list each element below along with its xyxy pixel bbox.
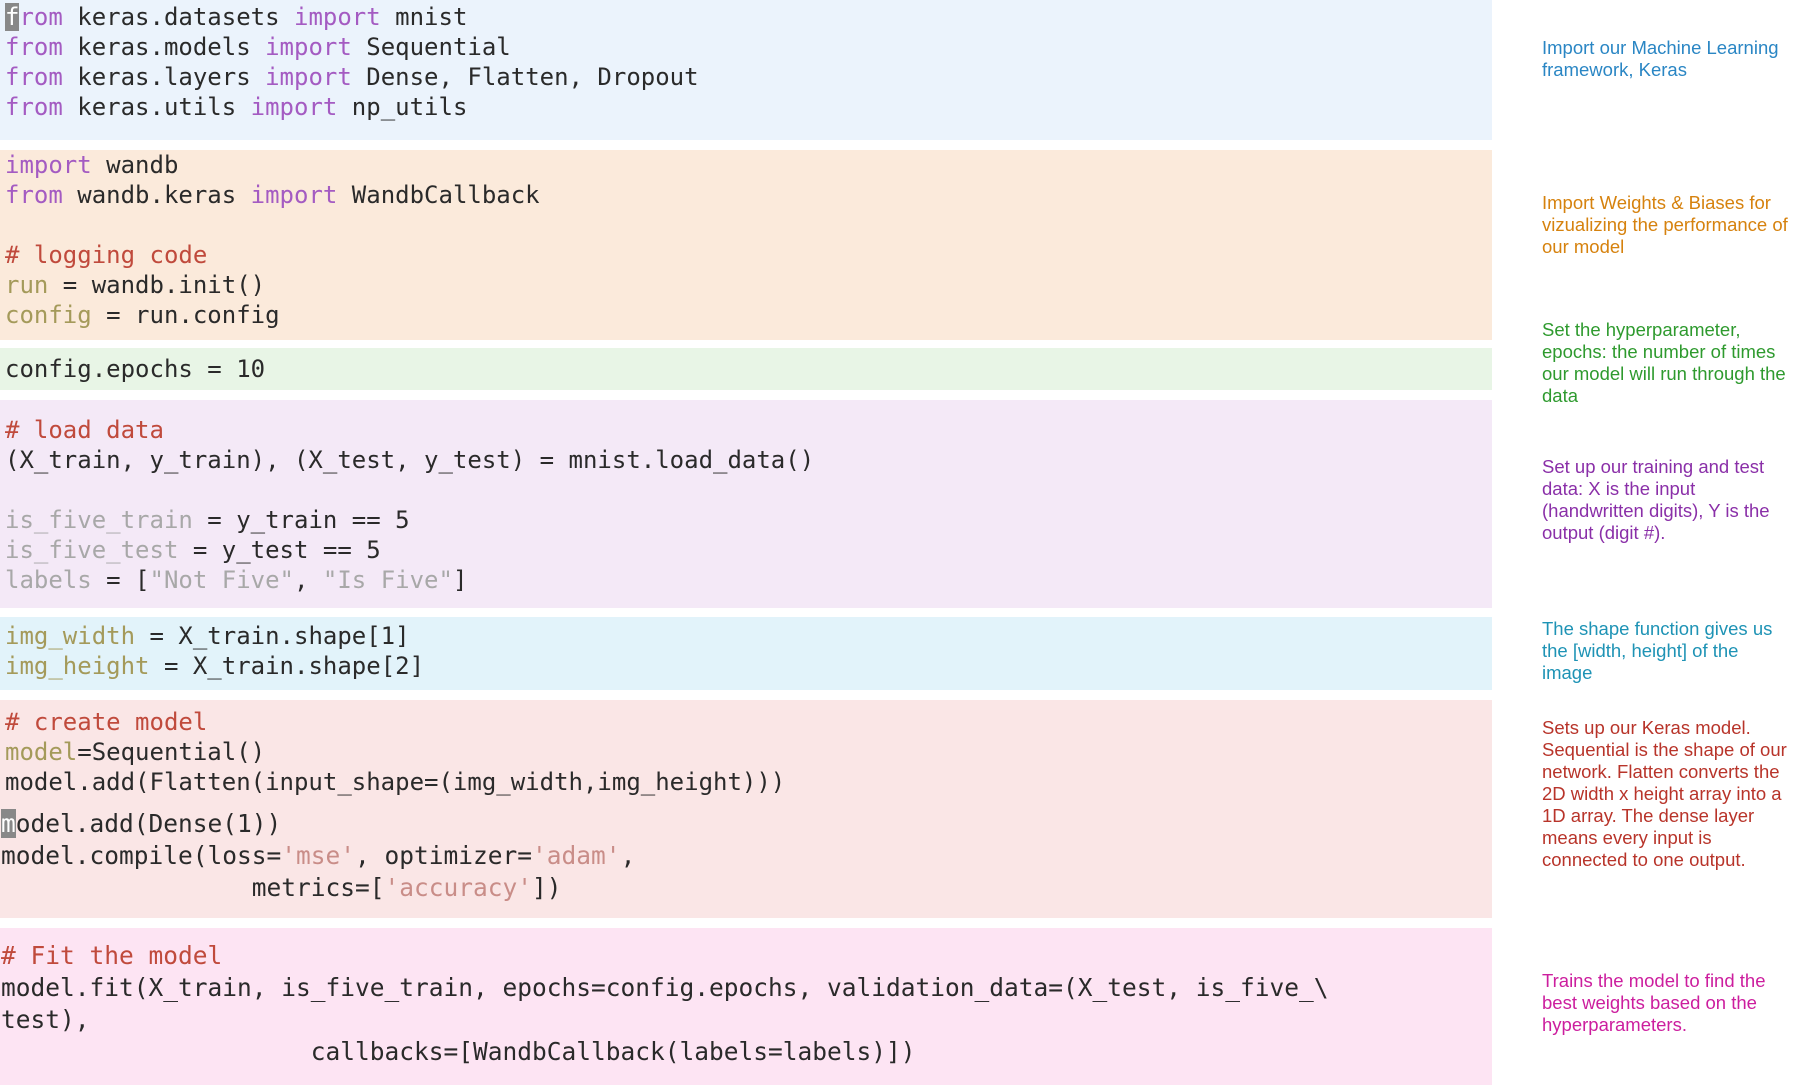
code-line-34: callbacks=[WandbCallback(labels=labels)]… <box>1 1037 916 1066</box>
annotation-epochs: Set the hyperparameter, epochs: the numb… <box>1542 319 1786 406</box>
code-line-3: from keras.layers import Dense, Flatten,… <box>5 63 699 91</box>
code-imports[interactable]: from keras.datasets import mnist from ke… <box>5 2 699 122</box>
annotation-model: Sets up our Keras model. Sequential is t… <box>1542 717 1787 870</box>
code-line-comment-load: # load data <box>5 416 164 444</box>
block-model: # create model model=Sequential() model.… <box>0 700 1492 918</box>
block-fit: # Fit the model model.fit(X_train, is_fi… <box>0 928 1492 1085</box>
code-model-body[interactable]: model.add(Dense(1)) model.compile(loss='… <box>1 808 635 904</box>
code-line-18: is_five_test = y_test == 5 <box>5 536 381 564</box>
code-line-comment-fit: # Fit the model <box>1 941 223 970</box>
code-line-10: config = run.config <box>5 301 280 329</box>
code-line-15: (X_train, y_train), (X_test, y_test) = m… <box>5 446 815 474</box>
text-cursor: f <box>5 3 20 31</box>
code-line-6: from wandb.keras import WandbCallback <box>5 181 540 209</box>
code-shape[interactable]: img_width = X_train.shape[1] img_height … <box>5 621 424 681</box>
block-data: # load data (X_train, y_train), (X_test,… <box>0 400 1492 608</box>
code-line-27: model.add(Dense(1)) <box>1 809 282 838</box>
code-data[interactable]: # load data (X_train, y_train), (X_test,… <box>5 415 814 595</box>
code-line-1: from keras.datasets import mnist <box>5 3 468 31</box>
code-line-29: metrics=['accuracy']) <box>1 873 562 902</box>
code-line-5: import wandb <box>5 151 179 179</box>
code-line-4: from keras.utils import np_utils <box>5 93 468 121</box>
block-wandb: import wandb from wandb.keras import Wan… <box>0 150 1492 340</box>
code-line-12: config.epochs = 10 <box>5 355 266 383</box>
annotation-fit: Trains the model to find the best weight… <box>1542 970 1766 1035</box>
code-line-comment-logging: # logging code <box>5 241 208 269</box>
annotation-shape: The shape function gives us the [width, … <box>1542 618 1773 683</box>
code-line-21: img_width = X_train.shape[1] <box>5 622 410 650</box>
code-line-9: run = wandb.init() <box>5 271 266 299</box>
block-imports: from keras.datasets import mnist from ke… <box>0 0 1492 140</box>
code-line-32: model.fit(X_train, is_five_train, epochs… <box>1 973 1329 1002</box>
code-line-2: from keras.models import Sequential <box>5 33 511 61</box>
code-model-head[interactable]: # create model model=Sequential() model.… <box>5 707 785 797</box>
annotation-wandb: Import Weights & Biases for vizualizing … <box>1542 192 1788 257</box>
code-epochs[interactable]: config.epochs = 10 <box>5 354 265 384</box>
text-cursor-2: m <box>1 809 16 838</box>
code-line-33: test), <box>1 1005 90 1034</box>
code-wandb[interactable]: import wandb from wandb.keras import Wan… <box>5 150 540 330</box>
code-line-19: labels = ["Not Five", "Is Five"] <box>5 566 468 594</box>
block-epochs: config.epochs = 10 <box>0 348 1492 390</box>
code-line-28: model.compile(loss='mse', optimizer='ada… <box>1 841 636 870</box>
annotation-imports: Import our Machine Learning framework, K… <box>1542 37 1779 80</box>
annotation-data: Set up our training and test data: X is … <box>1542 456 1770 543</box>
block-shape: img_width = X_train.shape[1] img_height … <box>0 617 1492 690</box>
code-line-26: model.add(Flatten(input_shape=(img_width… <box>5 768 786 796</box>
code-fit[interactable]: # Fit the model model.fit(X_train, is_fi… <box>1 940 1329 1068</box>
code-line-25: model=Sequential() <box>5 738 266 766</box>
code-line-22: img_height = X_train.shape[2] <box>5 652 425 680</box>
code-line-comment-create: # create model <box>5 708 208 736</box>
code-line-17: is_five_train = y_train == 5 <box>5 506 410 534</box>
